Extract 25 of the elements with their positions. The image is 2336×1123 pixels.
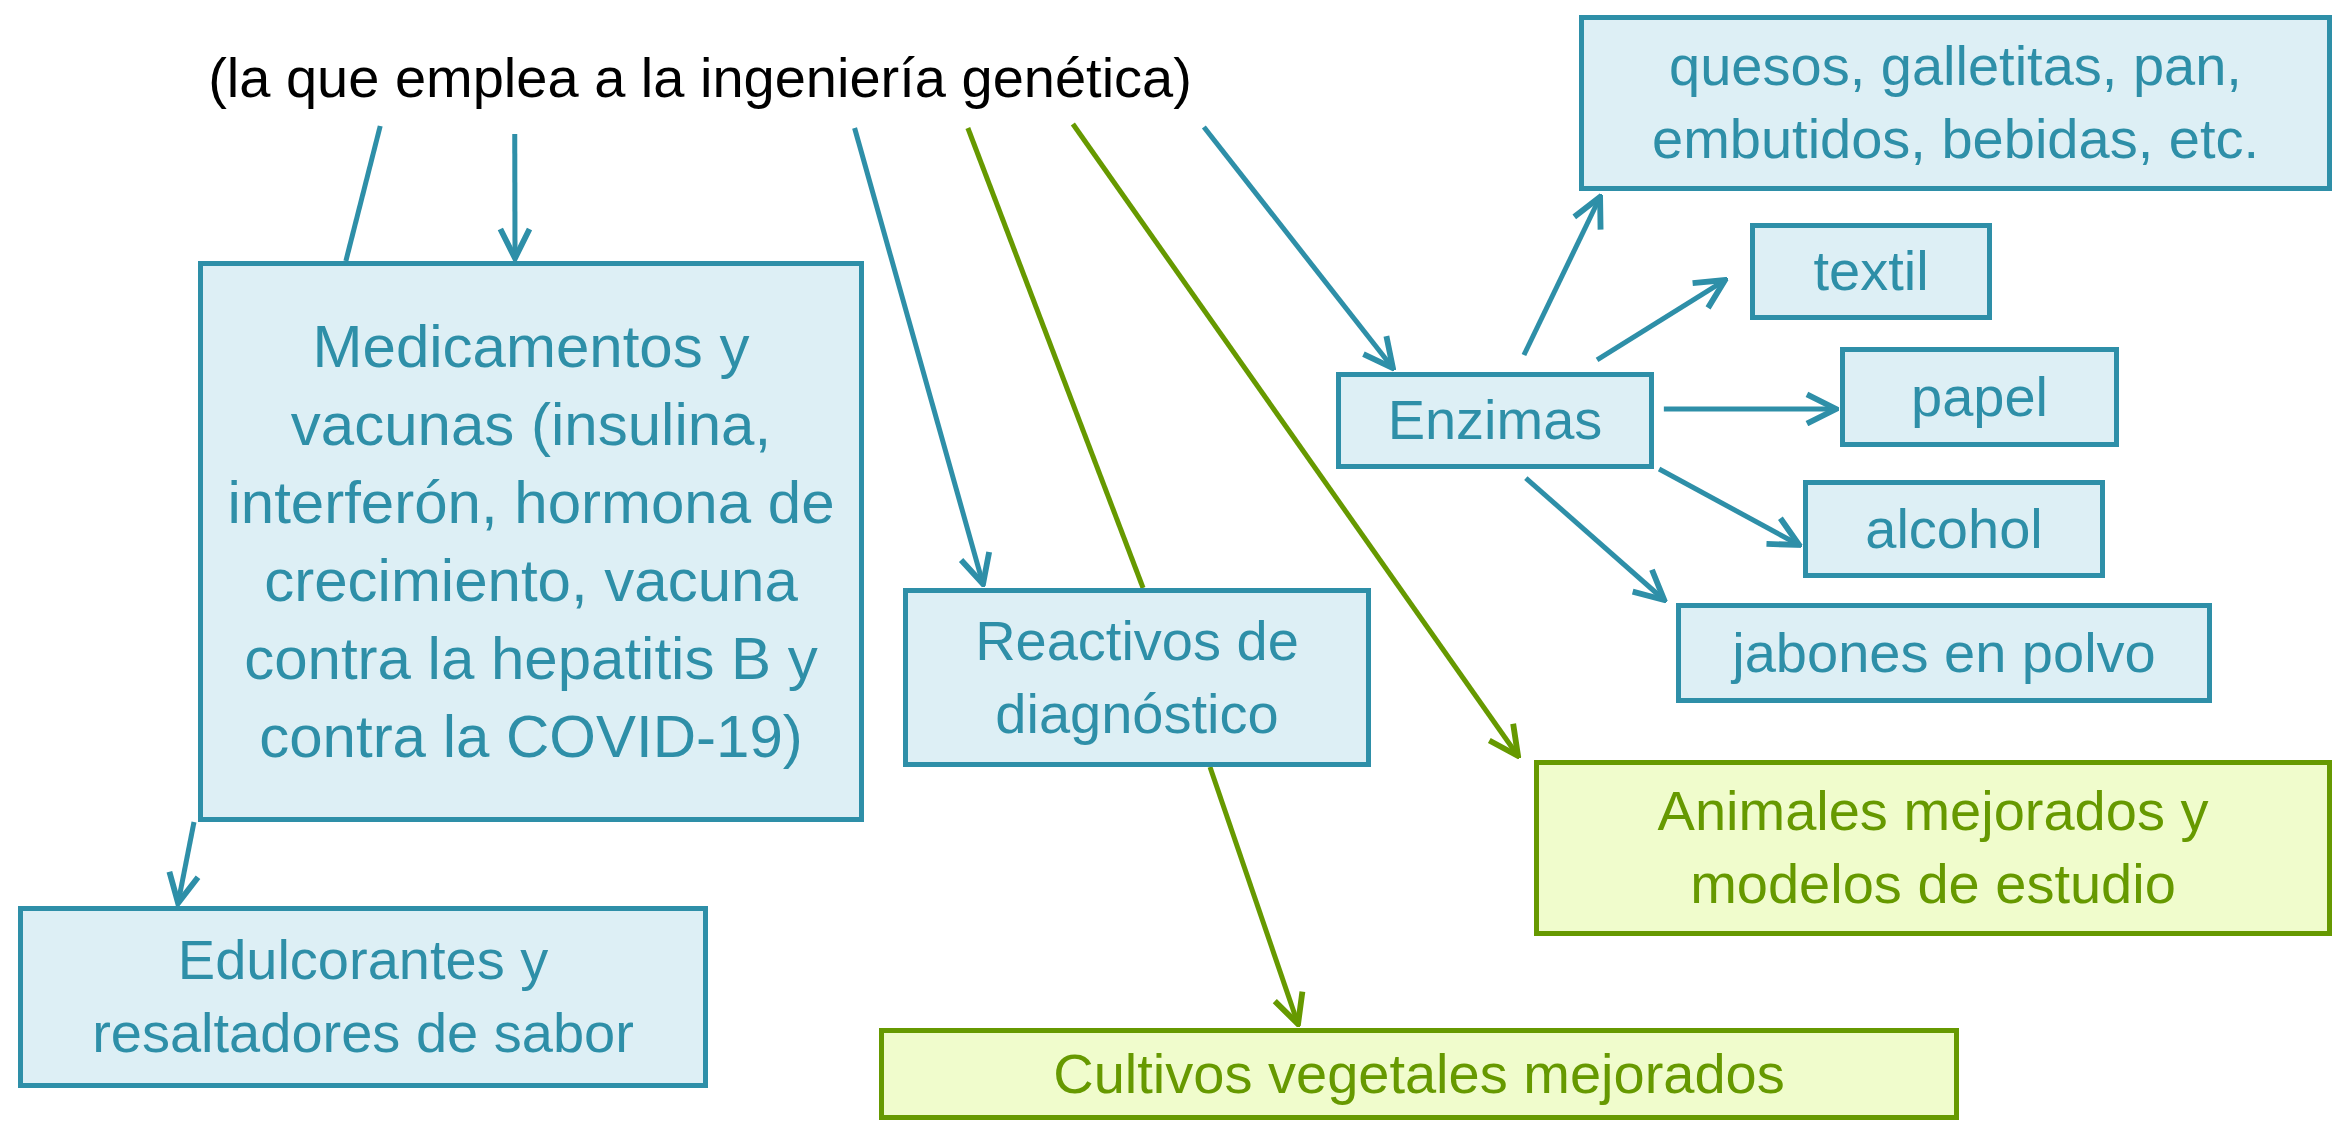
connector-line — [343, 125, 383, 262]
text-box: Cultivos vegetales mejorados — [879, 1028, 1959, 1120]
arrow — [1521, 194, 1604, 357]
text-box: jabones en polvo — [1676, 603, 2212, 703]
arrow — [1663, 391, 1839, 427]
text-box: Reactivos de diagnóstico — [903, 588, 1371, 767]
subtitle: (la que emplea a la ingeniería genética) — [208, 44, 1192, 111]
arrow — [1070, 122, 1521, 759]
text-box: Medicamentos y vacunas (insulina, interferón, hormona de crecimiento, vacuna contra la hepatitis B y contra la COVID-19) — [198, 261, 864, 822]
arrow — [497, 134, 533, 262]
text-box: quesos, galletitas, pan, embutidos, bebidas, etc. — [1579, 15, 2332, 191]
text-box: alcohol — [1803, 480, 2105, 578]
arrow — [1524, 476, 1668, 603]
arrow — [166, 821, 201, 906]
arrow — [1201, 125, 1396, 371]
text-box: Enzimas — [1336, 372, 1654, 469]
arrow — [1657, 466, 1802, 548]
arrow — [1207, 766, 1306, 1027]
arrow — [1595, 277, 1728, 363]
text-box: Animales mejorados y modelos de estudio — [1534, 760, 2332, 936]
text-box: papel — [1840, 347, 2119, 447]
text-box: Edulcorantes y resaltadores de sabor — [18, 906, 708, 1088]
arrow — [852, 127, 993, 587]
text-box: textil — [1750, 223, 1992, 320]
connector-line — [965, 127, 1146, 589]
